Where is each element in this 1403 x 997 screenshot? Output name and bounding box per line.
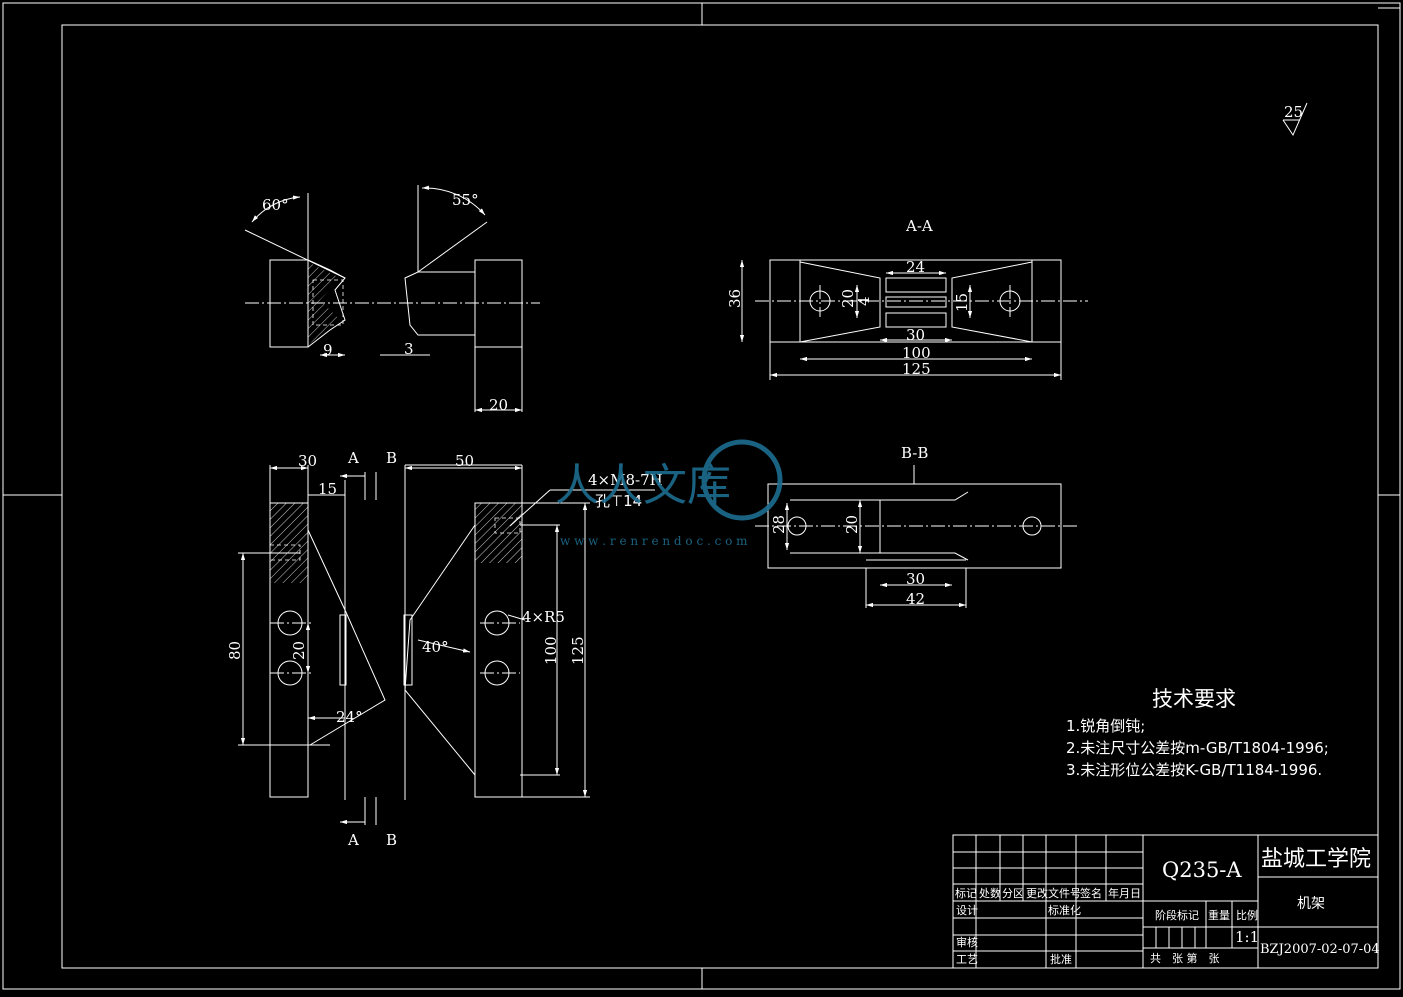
tb-jieduan: 阶段标记 xyxy=(1155,908,1199,922)
section-aa: A-A 24 36 20 4 15 30 100 125 xyxy=(726,217,1088,380)
tb-gengai: 更改文件号 xyxy=(1026,886,1081,900)
aa-dim-36: 36 xyxy=(726,289,744,308)
roughness-symbol: 25 xyxy=(1282,102,1308,137)
dim-3: 3 xyxy=(404,340,414,358)
hole-depth: 孔⊤14 xyxy=(595,492,642,510)
aa-dim-20: 20 xyxy=(839,289,857,308)
front-dim-15: 15 xyxy=(318,480,337,498)
tb-biaoji: 标记 xyxy=(955,886,977,900)
watermark-url: w w w . r e n r e n d o c . c o m xyxy=(560,534,748,548)
tech-item-1: 1.锐角倒钝; xyxy=(1066,717,1145,735)
angle-60: 60° xyxy=(262,196,289,214)
tb-bili: 比例 xyxy=(1236,908,1258,922)
front-r5: 4×R5 xyxy=(522,608,565,626)
dim-20-top: 20 xyxy=(489,396,508,414)
section-marker-a-top: A xyxy=(347,449,359,467)
tb-zhongliang: 重量 xyxy=(1208,908,1230,922)
tb-chushu: 处数 xyxy=(979,887,1001,900)
tech-item-2: 2.未注尺寸公差按m-GB/T1804-1996; xyxy=(1066,739,1329,757)
tb-biaozhunhua: 标准化 xyxy=(1048,903,1081,917)
front-dim-50: 50 xyxy=(455,452,474,470)
aa-dim-30: 30 xyxy=(906,326,925,344)
tb-sheji: 设计 xyxy=(956,904,978,917)
tb-fenqu: 分区 xyxy=(1002,887,1024,900)
section-marker-a-bottom: A xyxy=(347,831,359,849)
aa-dim-4: 4 xyxy=(855,296,873,306)
section-marker-b-bottom: B xyxy=(386,831,397,849)
section-bb: B-B 28 20 30 42 xyxy=(755,444,1080,608)
bb-dim-20: 20 xyxy=(843,515,861,534)
aa-dim-125: 125 xyxy=(902,360,931,378)
roughness-value: 25 xyxy=(1284,103,1303,121)
hole-callout: 4×M8-7H xyxy=(588,471,663,489)
tb-qianming: 签名 xyxy=(1080,886,1102,900)
front-view: 30 15 80 20 24° A B A B 50 xyxy=(226,449,663,849)
bb-dim-42: 42 xyxy=(906,590,925,608)
front-dim-80: 80 xyxy=(226,641,244,660)
tb-footer: 共 张 第 张 xyxy=(1150,951,1220,965)
tech-item-3: 3.未注形位公差按K-GB/T1184-1996. xyxy=(1066,761,1322,779)
bb-dim-30: 30 xyxy=(906,570,925,588)
dim-9: 9 xyxy=(323,341,333,359)
tb-scale: 1:1 xyxy=(1235,928,1259,946)
title-block: 标记 处数 分区 更改文件号 签名 年月日 设计 标准化 审核 工艺 批准 Q2… xyxy=(952,834,1380,969)
tb-school: 盐城工学院 xyxy=(1261,847,1371,872)
front-dim-125: 125 xyxy=(569,636,587,665)
front-dim-20: 20 xyxy=(290,641,308,660)
angle-55: 55° xyxy=(452,191,479,209)
tb-drawing-no: BZJ2007-02-07-04 xyxy=(1260,942,1380,957)
section-bb-title: B-B xyxy=(901,444,928,462)
top-view: 60° 9 55° 20 3 xyxy=(244,185,540,414)
technical-requirements: 技术要求 1.锐角倒钝; 2.未注尺寸公差按m-GB/T1804-1996; 3… xyxy=(1066,687,1329,779)
tb-material: Q235-A xyxy=(1162,858,1242,882)
front-angle-40: 40° xyxy=(422,638,449,656)
aa-dim-24: 24 xyxy=(906,258,925,276)
section-marker-b-top: B xyxy=(386,449,397,467)
section-aa-title: A-A xyxy=(905,217,933,235)
watermark-logo: 人人文库 xyxy=(555,460,731,511)
front-angle-24: 24° xyxy=(336,708,363,726)
aa-dim-100: 100 xyxy=(902,344,931,362)
bb-dim-28: 28 xyxy=(770,515,788,534)
tb-shenhe: 审核 xyxy=(956,935,978,949)
aa-dim-15: 15 xyxy=(953,293,971,312)
tb-pizhun: 批准 xyxy=(1050,952,1072,966)
front-dim-30: 30 xyxy=(298,452,317,470)
tb-part-name: 机架 xyxy=(1297,896,1325,912)
tb-gongyi: 工艺 xyxy=(956,953,978,966)
watermark: 人人文库 w w w . r e n r e n d o c . c o m xyxy=(555,439,783,548)
tb-riqi: 年月日 xyxy=(1108,886,1141,900)
tech-title: 技术要求 xyxy=(1152,687,1236,711)
front-dim-100: 100 xyxy=(542,636,560,665)
